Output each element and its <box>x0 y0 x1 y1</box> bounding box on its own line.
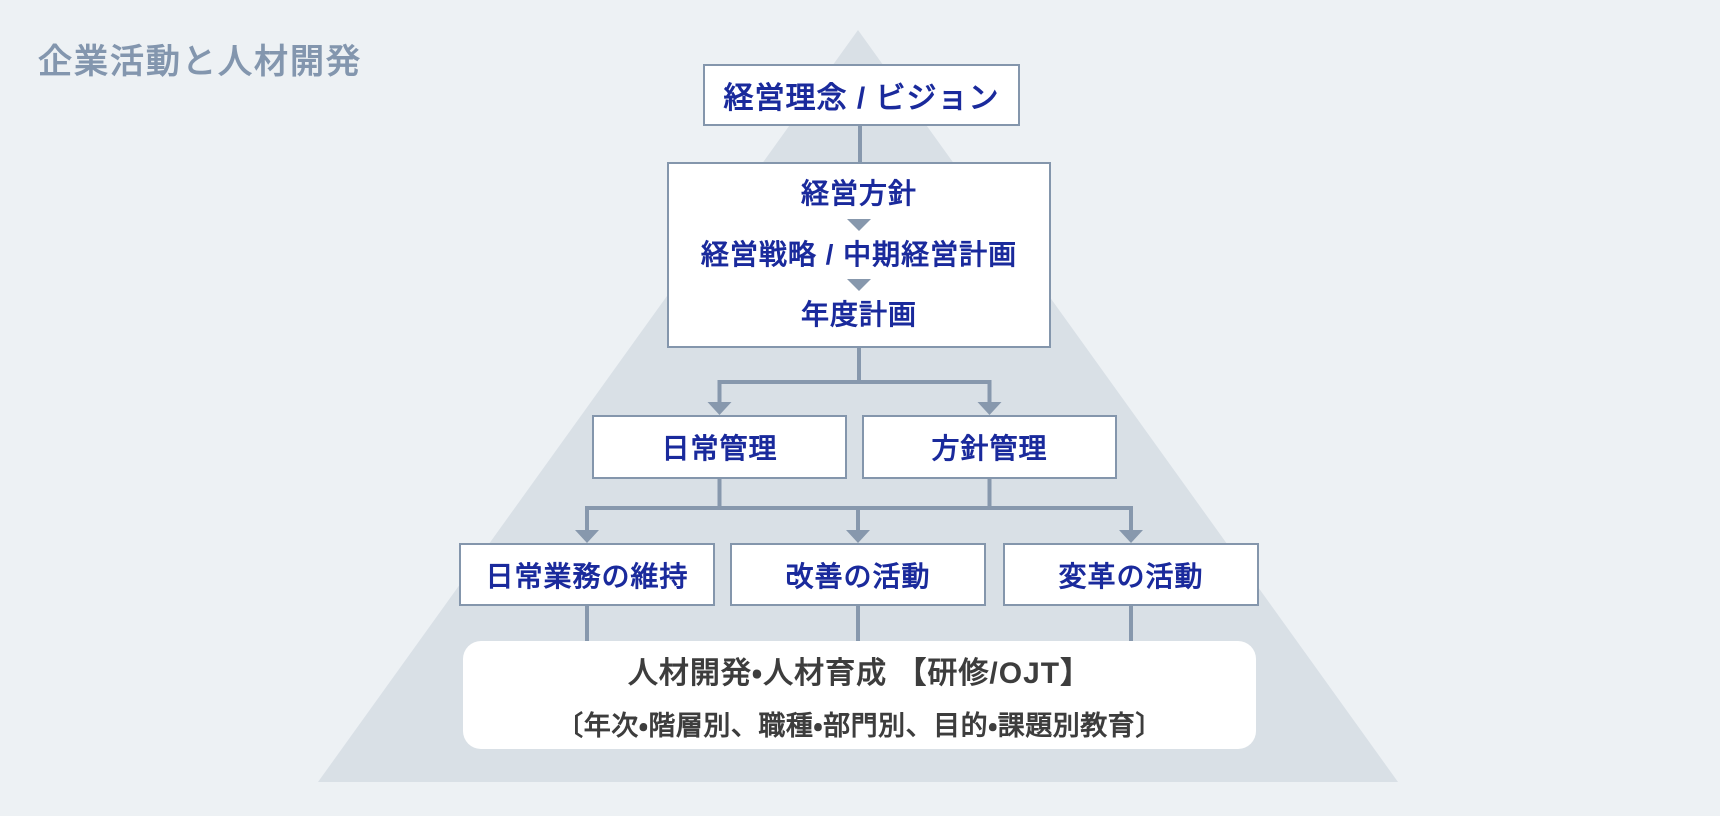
policy-item-houshin: 経営方針 <box>800 177 917 209</box>
daily-management-box: 日常管理 <box>592 415 847 479</box>
transformation-activity-label: 変革の活動 <box>1058 560 1204 592</box>
policy-item-senryaku: 経営戦略 / 中期経営計画 <box>700 238 1018 270</box>
hrd-subtitle: 〔年次・階層別、職種・部門別、目的・課題別教育〕 <box>556 710 1163 741</box>
hrd-title: 人材開発・人材育成 【研修/OJT】 <box>627 656 1092 690</box>
vision-label: 経営理念 / ビジョン <box>723 82 1000 115</box>
down-arrow-icon <box>847 279 871 292</box>
arrowhead-icon <box>575 530 599 543</box>
transformation-activity-box: 変革の活動 <box>1003 543 1259 606</box>
daily-management-label: 日常管理 <box>661 433 778 464</box>
policy-management-label: 方針管理 <box>931 433 1048 464</box>
down-arrow-icon <box>847 218 871 231</box>
vision-box: 経営理念 / ビジョン <box>703 64 1020 126</box>
arrowhead-icon <box>846 530 870 543</box>
page-title: 企業活動と人材開発 <box>38 43 362 81</box>
policy-management-box: 方針管理 <box>862 415 1117 479</box>
policy-box: 経営方針 経営戦略 / 中期経営計画 年度計画 <box>667 162 1051 348</box>
improvement-activity-box: 改善の活動 <box>730 543 986 606</box>
daily-operations-box: 日常業務の維持 <box>459 543 715 606</box>
daily-operations-label: 日常業務の維持 <box>485 560 689 592</box>
arrowhead-icon <box>977 402 1002 415</box>
hrd-box: 人材開発・人材育成 【研修/OJT】 〔年次・階層別、職種・部門別、目的・課題別… <box>463 641 1256 749</box>
improvement-activity-label: 改善の活動 <box>785 560 931 592</box>
arrowhead-icon <box>1119 530 1143 543</box>
policy-item-nendo: 年度計画 <box>800 299 917 331</box>
arrowhead-icon <box>707 402 732 415</box>
